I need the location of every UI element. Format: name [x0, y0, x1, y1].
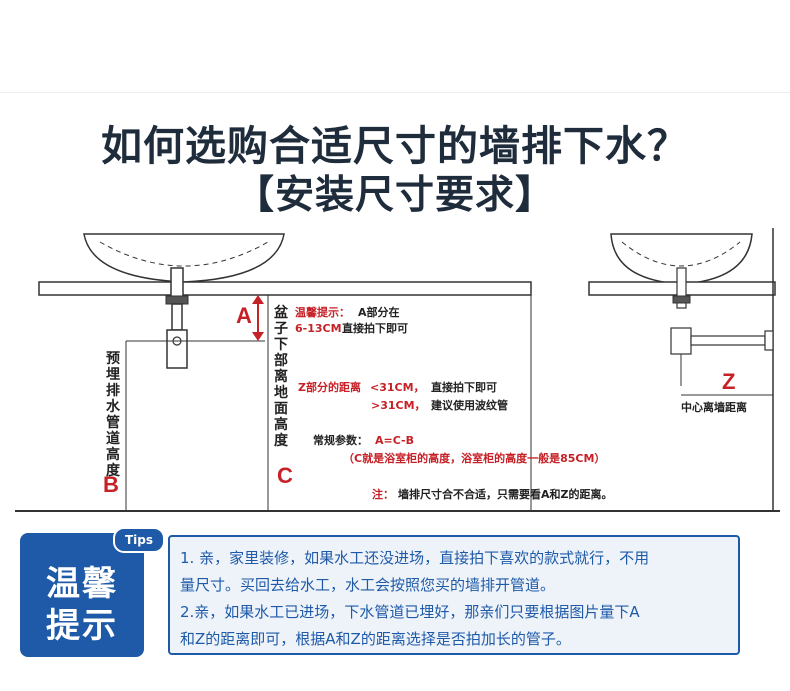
- vb-char: 道: [106, 430, 120, 447]
- right-horizontal-pipe: [690, 335, 766, 346]
- params-label: 常规参数：: [313, 433, 368, 447]
- tip-line: 和Z的距离即可，根据A和Z的距离选择是否拍加长的管子。: [180, 630, 571, 648]
- countertop: [38, 281, 532, 296]
- z-rule-2-text: 建议使用波纹管: [431, 398, 508, 412]
- label-z: Z: [722, 369, 735, 394]
- trap-body: [166, 329, 188, 369]
- hint-a-part2: 直接拍下即可: [342, 321, 408, 335]
- label-b: B: [103, 472, 119, 497]
- tips-corner-tag: Tips: [113, 527, 165, 553]
- top-banner: [0, 0, 790, 93]
- z-rule-1-label: Z部分的距离: [298, 380, 361, 394]
- vb-char: 埋: [106, 367, 120, 383]
- page-title: 如何选购合适尺寸的墙排下水？: [101, 122, 689, 170]
- hint-title: 温馨提示：: [295, 305, 350, 319]
- label-a: A: [236, 303, 252, 328]
- tips-badge-line1: 温馨: [46, 564, 118, 604]
- installation-diagram: A B C 预 埋 排 水 管 道 高 度 盆 子 下 部 离 地 面 高 度 …: [15, 228, 780, 512]
- a-arrow-bottom: [252, 332, 264, 341]
- vc-char: 面: [274, 401, 288, 417]
- tip-line: 1. 亲，家里装修，如果水工还没进场，直接拍下喜欢的款式就行，不用: [180, 549, 650, 567]
- tips-corner-label: Tips: [124, 533, 154, 547]
- drain-pipe: [171, 303, 183, 331]
- z-rule-2-value: >31CM，: [371, 399, 426, 412]
- right-wall-flange: [764, 330, 774, 351]
- vb-char: 预: [106, 351, 120, 367]
- label-c: C: [277, 463, 293, 488]
- right-basin-inner-dashed: [621, 241, 741, 267]
- params-note: （C就是浴室柜的高度，浴室柜的高度一般是85CM）: [343, 451, 605, 465]
- tip-line: 2.亲，如果水工已进场，下水管道已埋好，那亲们只要根据图片量下A: [180, 603, 640, 621]
- tips-badge-line2: 提示: [46, 606, 118, 646]
- vertical-label-c: 盆 子 下 部 离 地 面 高 度: [273, 304, 289, 449]
- note-label: 注：: [372, 487, 394, 501]
- tip-line: 量尺寸。买回去给水工，水工会按照您买的墙排开管道。: [180, 576, 556, 594]
- page-subtitle: 【安装尺寸要求】: [234, 173, 555, 218]
- drain-nut: [165, 295, 189, 305]
- tips-text-box: 1. 亲，家里装修，如果水工还没进场，直接拍下喜欢的款式就行，不用 量尺寸。买回…: [168, 535, 740, 655]
- vertical-label-b: 预 埋 排 水 管 道 高 度: [106, 351, 121, 479]
- a-arrow-top: [252, 295, 264, 304]
- z-rule-1-value: <31CM，: [370, 381, 425, 394]
- drain-neck: [170, 267, 184, 299]
- vb-char: 排: [106, 382, 120, 399]
- params-formula: A=C-B: [375, 434, 414, 447]
- left-basin-illustration: [15, 233, 780, 512]
- basin-inner-dashed: [99, 241, 269, 267]
- right-basin-illustration: [588, 228, 776, 511]
- vc-char: 盆: [273, 304, 289, 321]
- vc-char: 子: [274, 321, 288, 337]
- vb-char: 管: [106, 414, 120, 431]
- hint-a-range: 6-13CM: [295, 322, 342, 335]
- z-rule-1-text: 直接拍下即可: [431, 380, 497, 394]
- vc-char: 部: [274, 352, 288, 369]
- vc-char: 高: [274, 416, 288, 433]
- vb-char: 高: [106, 446, 120, 463]
- right-drain-nut: [672, 295, 691, 304]
- vb-char: 度: [106, 462, 121, 479]
- right-drain-neck: [676, 267, 687, 309]
- z-caption: 中心离墙距离: [681, 400, 747, 414]
- vc-char: 下: [274, 337, 288, 353]
- right-trap: [670, 327, 692, 355]
- vc-char: 离: [274, 368, 288, 385]
- vb-char: 水: [106, 398, 121, 415]
- tips-badge: [20, 533, 144, 657]
- basin-bowl: [83, 233, 285, 283]
- vc-char: 地: [274, 384, 288, 401]
- note-text: 墙排尺寸合不合适，只需要看A和Z的距离。: [398, 487, 613, 501]
- hint-a-part1: A部分在: [358, 305, 400, 319]
- vc-char: 度: [274, 432, 289, 449]
